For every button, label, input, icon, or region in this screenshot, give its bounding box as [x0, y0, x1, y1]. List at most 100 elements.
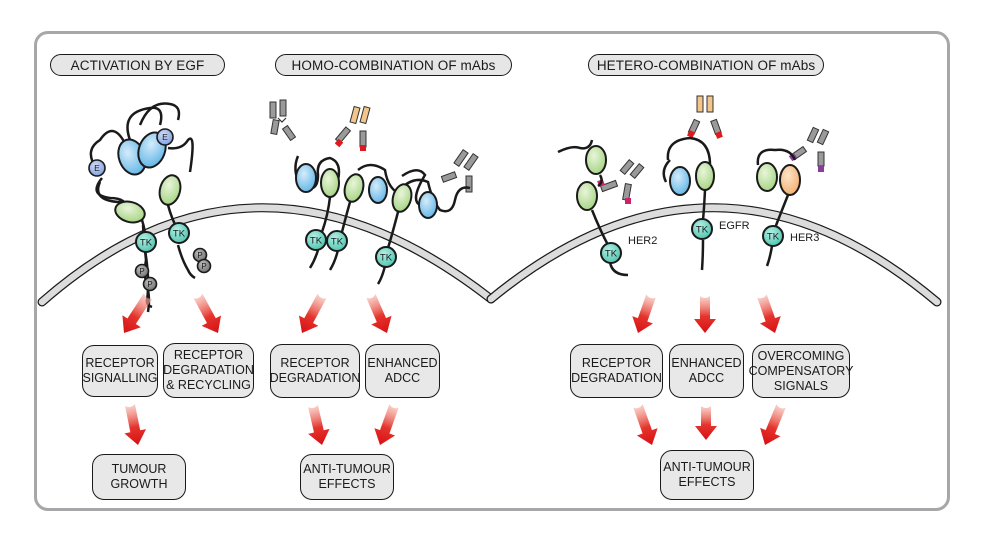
flow-arrow [298, 293, 327, 334]
flow-arrow [308, 404, 330, 446]
flow-arrow [760, 404, 786, 446]
flow-arrow [695, 406, 717, 440]
tk-label: TK [140, 238, 153, 249]
homo-receptors [294, 155, 471, 285]
final-box-tumour-growth: TUMOUR GROWTH [92, 454, 186, 500]
flow-arrow [374, 404, 399, 446]
egfr-receptor [662, 136, 715, 271]
panel-title-hetero: HETERO-COMBINATION OF mAbs [588, 54, 824, 76]
flow-arrow [366, 294, 392, 334]
tk-domain [375, 246, 397, 268]
egf-label: E [94, 163, 100, 173]
outcome-box-enhanced-adcc-hetero: ENHANCED ADCC [669, 344, 744, 398]
box-line: RECEPTOR [581, 356, 652, 370]
box-line: SIGNALLING [82, 371, 158, 385]
egfr-label: EGFR [719, 220, 750, 232]
panel-title-homo: HOMO-COMBINATION OF mAbs [275, 54, 512, 76]
box-line: RECEPTOR [173, 348, 244, 362]
tk-domain [135, 231, 157, 253]
phospho-label: P [201, 262, 206, 271]
box-line: DEGRADATION [571, 371, 662, 385]
box-line: GROWTH [110, 477, 168, 491]
her3-domain-orange [779, 164, 801, 196]
egfr-domain-green [695, 161, 715, 191]
box-line: EFFECTS [318, 477, 376, 491]
box-line: DEGRADATION [163, 363, 254, 377]
box-line: SIGNALS [773, 378, 829, 393]
egfr-domain-green [114, 200, 146, 224]
diagram-frame [34, 31, 950, 511]
box-line: ENHANCED [367, 356, 438, 370]
tk-domain [168, 222, 190, 244]
tk-domain [326, 230, 348, 252]
phospho-site [196, 258, 212, 274]
egfr-domain-green [343, 173, 365, 203]
egfr-domain-blue [295, 163, 317, 193]
her3-receptor [756, 148, 801, 267]
egfr-domain-blue [669, 166, 691, 196]
tk-label: TK [380, 253, 393, 264]
tk-label: TK [331, 237, 344, 248]
outcome-box-overcoming-compensatory-signals: OVERCOMING COMPENSATORY SIGNALS [749, 344, 853, 398]
flow-arrow [122, 293, 153, 334]
flow-arrow [124, 404, 147, 446]
final-box-anti-tumour-hetero: ANTI-TUMOUR EFFECTS [660, 450, 754, 500]
box-line: ADCC [688, 371, 725, 385]
flow-arrow [632, 294, 656, 333]
panel-title-egf: ACTIVATION BY EGF [50, 54, 225, 76]
flow-arrow [694, 296, 716, 333]
box-line: OVERCOMING [757, 348, 845, 363]
tk-domain [305, 229, 327, 251]
box-line: ADCC [384, 371, 421, 385]
egf-ligand [88, 159, 106, 177]
tk-label: TK [696, 225, 709, 236]
flow-arrow [193, 293, 222, 334]
outcome-box-receptor-degradation-recycling: RECEPTOR DEGRADATION & RECYCLING [163, 343, 254, 398]
tk-label: TK [605, 249, 618, 260]
her3-domain-green [756, 162, 778, 192]
homo-antibodies [269, 99, 479, 193]
egfr-domain-green [320, 168, 340, 198]
her2-receptor [557, 139, 629, 277]
box-line: DEGRADATION [269, 371, 361, 385]
outcome-box-receptor-degradation-hetero: RECEPTOR DEGRADATION [570, 344, 663, 398]
flow-arrow [633, 404, 658, 446]
egf-ligand [156, 128, 174, 146]
flow-arrow [757, 294, 781, 333]
her2-domain [576, 181, 598, 211]
phospho-site [134, 263, 150, 279]
box-line: RECEPTOR [280, 356, 350, 370]
box-line: COMPENSATORY [748, 363, 854, 378]
phospho-site [142, 276, 158, 292]
tk-label: TK [173, 229, 186, 240]
tk-domain [762, 225, 784, 247]
box-line: RECEPTOR [85, 356, 155, 370]
egf-label: E [162, 132, 168, 142]
tk-domain [691, 218, 713, 240]
outcome-box-receptor-degradation-homo: RECEPTOR DEGRADATION [270, 344, 360, 398]
her3-label: HER3 [790, 232, 819, 244]
cell-membrane-left [37, 203, 496, 307]
phospho-label: P [197, 251, 202, 260]
phospho-label: P [139, 267, 144, 276]
box-line: ANTI-TUMOUR [663, 460, 751, 474]
hetero-antibodies [597, 95, 830, 204]
tk-label: TK [767, 232, 780, 243]
egfr-domain-blue [418, 191, 438, 219]
box-line: ENHANCED [671, 356, 742, 370]
final-box-anti-tumour-homo: ANTI-TUMOUR EFFECTS [300, 454, 394, 500]
her2-label: HER2 [628, 235, 657, 247]
box-line: TUMOUR [111, 462, 167, 476]
outcome-box-receptor-signalling: RECEPTOR SIGNALLING [82, 345, 158, 397]
phospho-label: P [147, 280, 152, 289]
egfr-domain-green [391, 183, 413, 213]
box-line: ANTI-TUMOUR [303, 462, 391, 476]
her2-domain [585, 145, 607, 175]
tk-domain [600, 242, 622, 264]
egfr-domain-green [158, 174, 182, 206]
outcome-box-enhanced-adcc-homo: ENHANCED ADCC [365, 344, 440, 398]
hetero-receptors [557, 136, 801, 277]
egfr-domain-blue [368, 176, 388, 204]
box-line: & RECYCLING [166, 378, 251, 392]
